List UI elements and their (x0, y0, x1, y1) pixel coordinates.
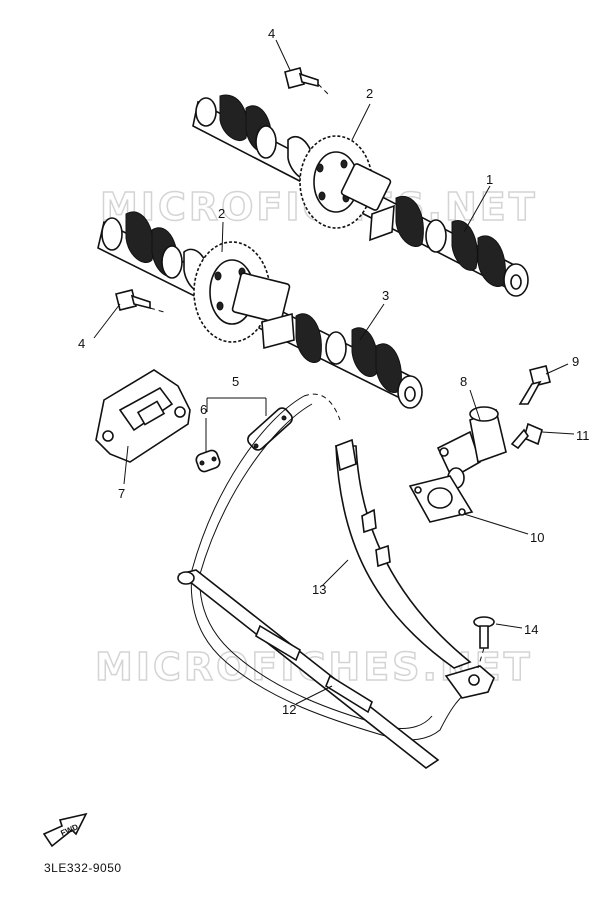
forward-arrow-icon: FWD (42, 812, 88, 848)
callout-4-upper: 4 (268, 26, 275, 41)
chain-link-6 (195, 449, 221, 473)
bolt-11 (510, 422, 543, 450)
callout-3: 3 (382, 288, 389, 303)
callout-12: 12 (282, 702, 296, 717)
callout-10: 10 (530, 530, 544, 545)
callout-8: 8 (460, 374, 467, 389)
bolt-4-upper (284, 67, 331, 97)
camshaft-upper (192, 94, 529, 297)
callout-7: 7 (118, 486, 125, 501)
chain-guide-7 (95, 369, 191, 463)
callout-5: 5 (232, 374, 239, 389)
callout-4-lower: 4 (78, 336, 85, 351)
callout-11: 11 (576, 428, 590, 443)
tensioner-guide-13 (335, 438, 472, 669)
callout-13: 13 (312, 582, 326, 597)
callout-2-lower: 2 (218, 206, 225, 221)
bolt-4-lower (115, 289, 165, 313)
callout-9: 9 (572, 354, 579, 369)
chain-guide-12 (177, 569, 440, 769)
callout-6: 6 (200, 402, 207, 417)
callout-14: 14 (524, 622, 538, 637)
bolt-14 (473, 616, 495, 669)
camshaft-lower (97, 211, 423, 409)
chain-joint-5 (247, 407, 293, 451)
callout-2-upper: 2 (366, 86, 373, 101)
diagram-code: 3LE332-9050 (44, 861, 122, 875)
bolt-9 (518, 365, 551, 405)
callout-1: 1 (486, 172, 493, 187)
callout-labels: 1 2 2 3 4 4 5 6 7 8 9 10 11 12 13 14 (78, 26, 590, 717)
leader-lines (93, 39, 575, 705)
guide-bracket (444, 665, 495, 699)
gasket-10 (408, 475, 474, 523)
